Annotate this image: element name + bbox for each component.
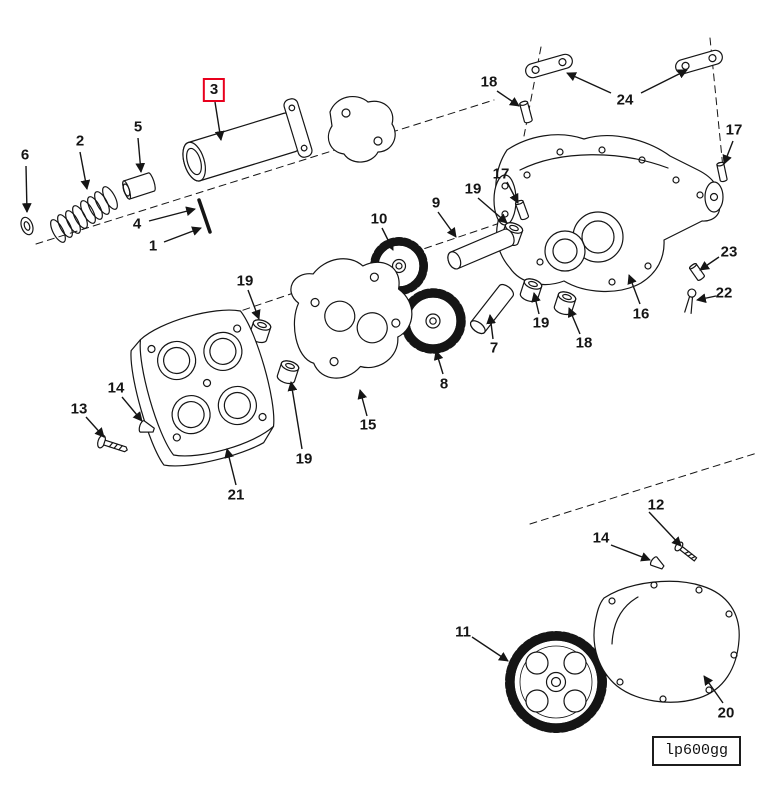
callout-4: 4: [132, 215, 142, 233]
callout-17b: 17: [492, 165, 510, 183]
callout-9: 9: [431, 194, 441, 212]
washer-part: [20, 216, 34, 236]
callout-19b: 19: [236, 272, 254, 290]
callout-15: 15: [359, 416, 377, 434]
callout-10: 10: [370, 210, 388, 228]
screw-part: [674, 541, 698, 562]
pump-housing-part: [493, 134, 724, 292]
screw-part: [97, 434, 128, 453]
cover-plate-part: [593, 580, 740, 703]
idler-gear-part: [400, 288, 466, 354]
callout-6: 6: [20, 146, 30, 164]
callout-19a: 19: [464, 180, 482, 198]
callout-23: 23: [720, 243, 738, 261]
callout-5: 5: [133, 118, 143, 136]
callout-1: 1: [148, 237, 158, 255]
axis-dashed-line: [151, 203, 557, 342]
callout-16: 16: [632, 305, 650, 323]
relief-spring-part: [50, 186, 118, 243]
figure-code-text: lp600gg: [665, 742, 729, 759]
relief-valve-body-part: [179, 97, 396, 184]
callout-19d: 19: [295, 450, 313, 468]
callout-8: 8: [439, 375, 449, 393]
callout-21: 21: [227, 486, 245, 504]
axis-dashed-line: [709, 37, 724, 169]
figure-code: lp600gg: [652, 736, 742, 766]
relief-plunger-part: [121, 172, 157, 200]
callout-19c: 19: [532, 314, 550, 332]
callout-3: 3: [202, 78, 226, 102]
pin-part: [197, 198, 212, 234]
callout-13: 13: [70, 400, 88, 418]
cone-washer-part: [649, 556, 665, 570]
callout-18b: 18: [575, 334, 593, 352]
cone-washer-part: [138, 420, 155, 433]
callout-18a: 18: [480, 73, 498, 91]
callout-22: 22: [715, 284, 733, 302]
callout-24: 24: [616, 91, 634, 109]
gasket-part: [290, 258, 413, 379]
callout-2: 2: [75, 132, 85, 150]
gasket-strip-part: [525, 53, 573, 79]
callout-17a: 17: [725, 121, 743, 139]
callout-11: 11: [455, 623, 471, 641]
axis-dashed-line: [35, 99, 495, 245]
callout-20: 20: [717, 704, 735, 722]
idler-shaft-part: [468, 282, 515, 336]
gasket-strip-part: [675, 49, 723, 75]
callout-14b: 14: [592, 529, 610, 547]
pump-body-part: [130, 309, 275, 467]
pump-gear-part: [505, 631, 607, 733]
callout-7: 7: [489, 339, 499, 357]
axis-dashed-line: [529, 452, 758, 525]
callout-14a: 14: [107, 379, 125, 397]
cotter-pin-part: [684, 288, 697, 314]
callout-12: 12: [647, 496, 665, 514]
